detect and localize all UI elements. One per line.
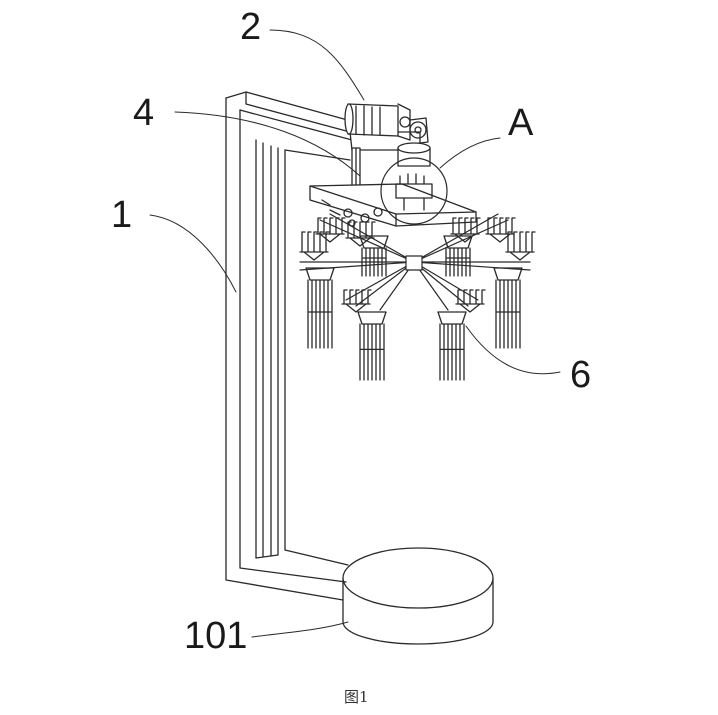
- label-101: 101: [184, 615, 248, 657]
- gripper-head: [450, 217, 481, 243]
- gripper-assembly: [299, 217, 536, 381]
- shaft: [351, 142, 431, 191]
- gripper-head: [299, 231, 330, 261]
- base-cylinder: [342, 547, 494, 645]
- gripper-head: [485, 217, 516, 243]
- label-a: A: [508, 102, 534, 144]
- gripper-head: [305, 267, 335, 349]
- label-2: 2: [240, 6, 262, 48]
- gripper-head: [341, 289, 372, 313]
- gripper-head: [443, 235, 473, 277]
- gripper-head: [455, 289, 486, 313]
- radial-arms: [299, 213, 531, 311]
- leader-lines: [149, 29, 561, 638]
- frame-column: [225, 91, 363, 601]
- detail-contents: [395, 173, 433, 211]
- detail-circle: [380, 157, 448, 225]
- label-4: 4: [133, 92, 155, 134]
- gripper-head: [315, 217, 346, 243]
- label-1: 1: [111, 194, 133, 236]
- figure-caption: 图1: [344, 688, 369, 706]
- label-6: 6: [570, 354, 592, 396]
- gripper-head: [437, 311, 467, 381]
- gripper-head: [357, 311, 387, 381]
- gripper-head: [493, 267, 523, 349]
- gripper-head: [505, 231, 536, 261]
- gripper-head: [359, 235, 389, 277]
- rotary-hub: [309, 183, 477, 227]
- motor: [344, 103, 429, 145]
